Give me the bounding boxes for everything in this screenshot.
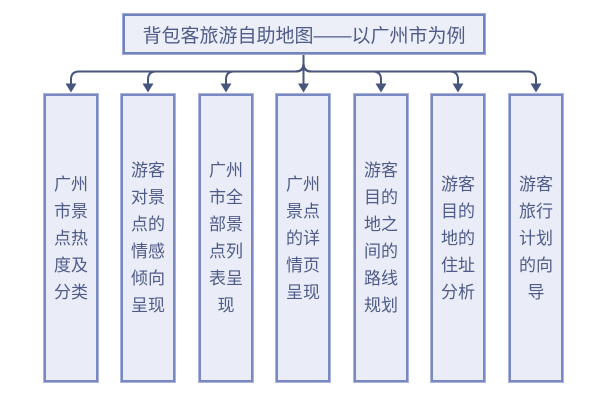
branch-label: 广州市景点热度及分类 — [53, 174, 88, 302]
branch-box-route-planning: 游客目的地之间的路线规划 — [353, 93, 409, 383]
arrowhead-icon — [142, 83, 154, 93]
connector-line-2 — [147, 55, 305, 84]
branch-label: 广州景点的详情页呈现 — [285, 174, 320, 302]
title-label: 背包客旅游自助地图——以广州市为例 — [142, 25, 466, 47]
arrowhead-icon — [452, 83, 464, 93]
branch-label: 游客目的地的住址分析 — [440, 174, 475, 302]
title-box: 背包客旅游自助地图——以广州市为例 — [122, 13, 486, 55]
connector-line-5 — [302, 55, 382, 84]
branch-box-travel-guide: 游客旅行计划的向导 — [508, 93, 564, 383]
connector-line-1 — [70, 55, 305, 84]
connector-line-3 — [225, 55, 305, 84]
branch-box-address-analysis: 游客目的地的住址分析 — [430, 93, 486, 383]
arrowhead-icon — [65, 83, 77, 93]
branch-box-attraction-popularity: 广州市景点热度及分类 — [43, 93, 99, 383]
branch-box-attraction-list: 广州市全部景点列表呈现 — [198, 93, 254, 383]
branch-label: 游客目的地之间的路线规划 — [363, 161, 398, 315]
connector-line-6 — [302, 55, 459, 84]
arrowhead-icon — [220, 83, 232, 93]
arrowhead-icon — [375, 83, 387, 93]
branch-label: 广州市全部景点列表呈现 — [208, 161, 243, 315]
branch-label: 游客旅行计划的向导 — [518, 174, 553, 302]
branch-box-detail-page: 广州景点的详情页呈现 — [275, 93, 331, 383]
arrowhead-icon — [298, 83, 309, 93]
branch-box-sentiment: 游客对景点的情感倾向呈现 — [120, 93, 176, 383]
connector-line-7 — [302, 55, 537, 84]
branch-label: 游客对景点的情感倾向呈现 — [130, 161, 165, 315]
arrowhead-icon — [530, 83, 542, 93]
